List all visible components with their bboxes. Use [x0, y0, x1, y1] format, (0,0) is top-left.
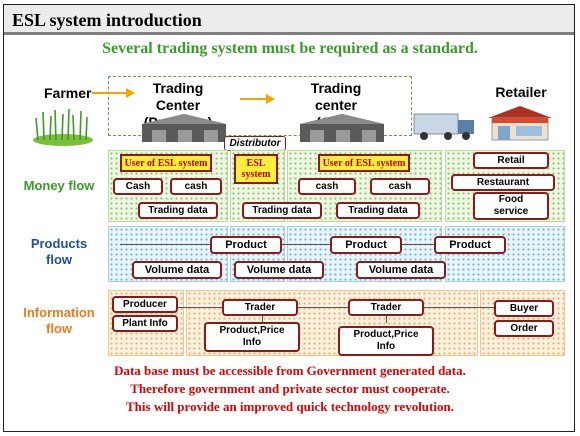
- information-flow-label: Information flow: [12, 305, 106, 337]
- farmer-label: Farmer: [44, 85, 92, 101]
- money-flow-label: Money flow: [23, 178, 95, 193]
- information-line-1: Information: [23, 305, 95, 320]
- province-to-city-arrow: [240, 94, 275, 104]
- information-line-2: flow: [46, 321, 72, 336]
- food-service-line-2: service: [493, 206, 529, 217]
- products-line-1: Products: [30, 236, 88, 251]
- trading-centers-group: [108, 76, 412, 136]
- trading-data-box-3: Trading data: [336, 202, 420, 219]
- note-line-1: Data base must be accessible from Govern…: [114, 363, 466, 378]
- products-zone-retail: [445, 226, 565, 282]
- products-line-2: flow: [46, 252, 72, 267]
- products-connector: [120, 244, 500, 245]
- distributor-label: Distributor: [224, 136, 286, 151]
- order-box: Order: [494, 320, 554, 337]
- slide-frame: [3, 4, 575, 432]
- trading-data-box-1: Trading data: [138, 202, 218, 219]
- product-box-3: Product: [434, 236, 506, 254]
- trader-box-2: Trader: [348, 299, 424, 316]
- cash-box-4: cash: [370, 178, 430, 195]
- product-box-2: Product: [330, 236, 402, 254]
- trading-data-box-2: Trading data: [242, 202, 322, 219]
- product-price-2-line-1: Product,Price: [353, 329, 419, 340]
- retailer-label: Retailer: [495, 84, 547, 100]
- truck-icon: [413, 113, 474, 140]
- esl-user-right: User of ESL system: [318, 154, 410, 172]
- esl-system-line-2: system: [241, 169, 271, 180]
- product-price-1-line-1: Product,Price: [219, 325, 285, 336]
- city-line-1: Trading center: [310, 80, 362, 113]
- cash-box-3: cash: [298, 178, 356, 195]
- plant-info-box: Plant Info: [112, 315, 178, 332]
- food-service-line-1: Food: [498, 194, 524, 205]
- product-price-box-1: Product,Price Info: [204, 322, 300, 352]
- product-box-1: Product: [210, 236, 282, 254]
- title-bar: ESL system introduction: [4, 5, 574, 35]
- cash-box-1: Cash: [113, 178, 163, 195]
- cash-box-2: cash: [170, 178, 222, 195]
- retail-store-icon: [488, 106, 552, 141]
- esl-user-left: User of ESL system: [120, 154, 212, 172]
- product-price-2-line-2: Info: [376, 341, 396, 352]
- products-flow-label: Products flow: [12, 236, 106, 268]
- farmer-arrow: [92, 88, 135, 98]
- restaurant-box: Restaurant: [451, 174, 555, 191]
- subtitle: Several trading system must be required …: [102, 40, 478, 57]
- esl-system-box: ESL system: [234, 154, 278, 184]
- volume-data-box-1: Volume data: [132, 261, 222, 279]
- retail-box: Retail: [473, 152, 549, 169]
- slide-title: ESL system introduction: [12, 10, 202, 30]
- volume-data-box-3: Volume data: [356, 261, 446, 279]
- trader-box-1: Trader: [222, 299, 298, 316]
- esl-system-line-1: ESL: [246, 158, 266, 169]
- product-price-1-line-2: Info: [242, 337, 262, 348]
- product-price-box-2: Product,Price Info: [338, 326, 434, 356]
- province-line-1: Trading Center: [152, 80, 204, 113]
- food-service-box: Food service: [473, 192, 549, 220]
- warehouse-city-icon: [300, 114, 384, 142]
- warehouse-province-icon: [142, 114, 226, 142]
- rice-plants-icon: [33, 108, 93, 146]
- buyer-box: Buyer: [494, 300, 554, 317]
- note-line-3: This will provide an improved quick tech…: [126, 399, 454, 414]
- note-line-2: Therefore government and private sector …: [130, 381, 450, 396]
- information-connector: [150, 307, 510, 308]
- producer-box: Producer: [112, 296, 178, 313]
- volume-data-box-2: Volume data: [234, 261, 324, 279]
